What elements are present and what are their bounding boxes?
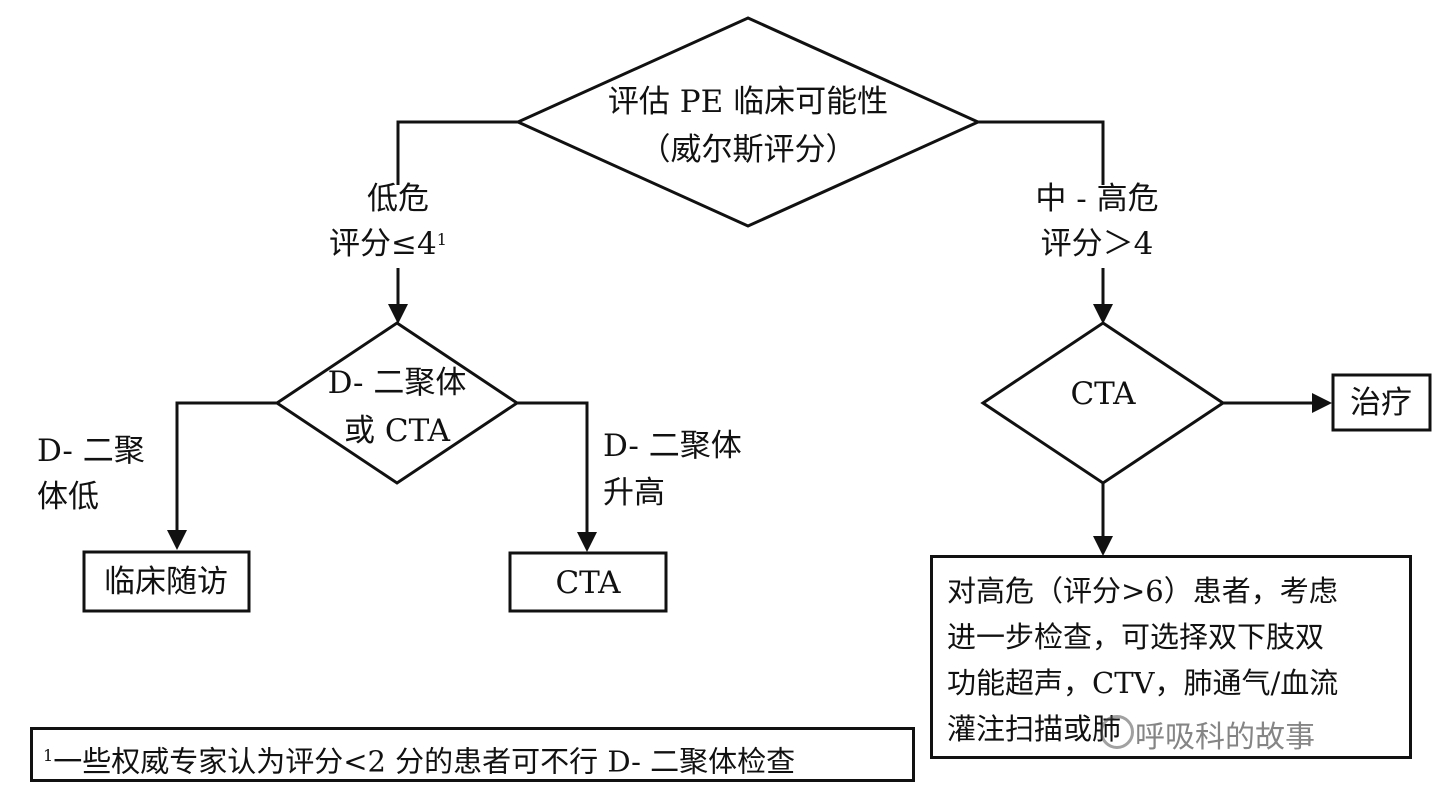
cta-result-box (508, 551, 668, 613)
footnote-marker: 1 (437, 230, 447, 249)
connector-top-right (978, 120, 1105, 185)
footnote-text: 1一些权威专家认为评分<2 分的患者可不行 D- 二聚体检查 (43, 736, 902, 782)
footnote-content: 一些权威专家认为评分<2 分的患者可不行 D- 二聚体检查 (53, 744, 796, 779)
d-dimer-or-cta-diamond (274, 321, 520, 485)
d-dimer-low-line2: 体低 (37, 479, 99, 515)
arrowhead-low-risk (388, 304, 408, 324)
d-dimer-high-line2: 升高 (603, 475, 665, 511)
recommendation-line-1: 对高危（评分>6）患者，考虑 (947, 574, 1338, 608)
d-dimer-or-cta-line2: 或 CTA (344, 413, 451, 449)
arrowhead-cta-result (577, 532, 597, 552)
watermark: 呼吸科的故事 (1135, 720, 1315, 755)
high-risk-recommendation-box: 对高危（评分>6）患者，考虑 进一步检查，可选择双下肢双 功能超声，CTV，肺通… (930, 555, 1412, 759)
d-dimer-or-cta-line1: D- 二聚体 (328, 365, 467, 401)
d-dimer-high-line1: D- 二聚体 (603, 428, 742, 464)
high-risk-score-label: 评分＞4 (1041, 226, 1154, 262)
wells-score-label: （威尔斯评分） (640, 132, 857, 168)
arrowhead-high-risk (1093, 304, 1113, 324)
cta-decision-label: CTA (1070, 376, 1136, 412)
arrowhead-treatment (1312, 393, 1332, 413)
connector-left-low (175, 401, 277, 532)
intermediate-high-risk-label: 中 - 高危 (1035, 181, 1158, 217)
d-dimer-low-line1: D- 二聚 (37, 433, 145, 469)
treatment-label: 治疗 (1350, 385, 1412, 421)
pe-assessment-title: 评估 PE 临床可能性 (608, 84, 888, 120)
treatment-box (1331, 373, 1432, 432)
footnote-box: 1一些权威专家认为评分<2 分的患者可不行 D- 二聚体检查 (30, 727, 915, 782)
connector-left-high (517, 401, 589, 534)
recommendation-line-3: 功能超声，CTV，肺通气/血流 (947, 666, 1339, 700)
footnote-mark: 1 (43, 746, 54, 765)
follow-up-box (82, 550, 251, 613)
recommendation-line-2: 进一步检查，可选择双下肢双 (947, 620, 1325, 654)
arrowhead-follow-up (167, 530, 187, 550)
low-risk-label: 低危 (367, 181, 429, 217)
cta-result-label: CTA (555, 565, 621, 601)
pe-assessment-diamond (514, 16, 982, 228)
arrowhead-recommendation (1093, 536, 1113, 556)
follow-up-label: 临床随访 (104, 564, 228, 600)
recommendation-line-4: 灌注扫描或肺 (947, 712, 1122, 746)
watermark-logo-icon (1100, 715, 1134, 749)
connector-top-left (396, 120, 518, 185)
low-risk-score-label: 评分≤41 (329, 226, 447, 262)
